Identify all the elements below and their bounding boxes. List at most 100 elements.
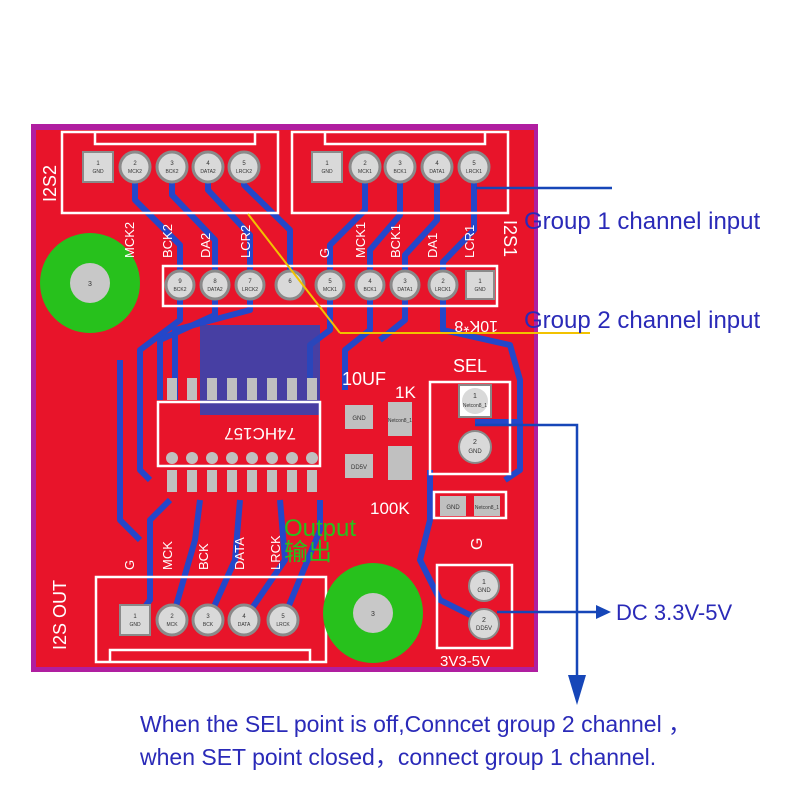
mounting-hole-right: [323, 563, 423, 663]
hole-right-label: 3: [371, 611, 375, 618]
ic-pad-bottom: [267, 470, 277, 492]
i2s2-pin-name: BCK2: [165, 169, 178, 175]
i2s2-pin-num: 3: [170, 161, 174, 167]
resistor-pad-1: [388, 402, 412, 436]
capacitor-pad-2: [345, 454, 373, 478]
out-pin-name: BCK: [203, 622, 214, 628]
sel-pad1-label: Netcon8_1: [463, 403, 487, 409]
silk-out-label: LRCK: [268, 535, 283, 570]
silk-top2-label: BCK2: [160, 224, 175, 258]
i2s1-pin-num: 2: [363, 161, 367, 167]
mid-pin-num: 9: [178, 279, 182, 285]
sel-pad2-num: 2: [473, 439, 477, 446]
out-pin-num: 4: [242, 614, 246, 620]
mid-pin-name: LRCK1: [435, 287, 451, 293]
label-mirror: 10K*8: [454, 317, 498, 334]
note-line-1: When the SEL point is off,Conncet group …: [140, 711, 692, 737]
ic-pad-bottom: [187, 470, 197, 492]
ic-via: [246, 452, 258, 464]
label-output-cn: 输出: [284, 538, 332, 566]
i2s1-pin-name: LRCK1: [466, 169, 482, 175]
ic-via: [206, 452, 218, 464]
label-cap-value: 10UF: [342, 369, 386, 389]
pwr-pad1-label: GND: [477, 588, 491, 594]
i2s1-pin-name: BCK1: [393, 169, 406, 175]
ic-pad-top: [307, 378, 317, 400]
mid-pin-num: 2: [441, 279, 445, 285]
cap-pad1-label: GND: [352, 416, 366, 422]
ic-via: [266, 452, 278, 464]
pwr-pad1-num: 1: [482, 579, 486, 586]
i2s2-pin-name: GND: [92, 169, 104, 175]
i2s1-pin-name: DATA1: [429, 169, 445, 175]
note-line-2: when SET point closed，connect group 1 ch…: [140, 744, 657, 770]
mid-pin-num: 5: [328, 279, 332, 285]
res-pad1-label: Netcon8_1: [388, 418, 412, 424]
mid-pin-name: BCK1: [363, 287, 376, 293]
out-pin-num: 3: [206, 614, 210, 620]
i2s1-pin-name: GND: [321, 169, 333, 175]
resistor100k-pad-2: [474, 496, 500, 516]
ic-via: [186, 452, 198, 464]
capacitor-pad-1: [345, 405, 373, 429]
mid-pin-name: BCK2: [173, 287, 186, 293]
mid-pin-6: 6: [274, 269, 306, 301]
ic-pad-bottom: [227, 470, 237, 492]
ic-pad-bottom: [247, 470, 257, 492]
out-pin-num: 5: [281, 614, 285, 620]
annotation-group2: Group 2 channel input: [524, 307, 761, 334]
out-pin-name: MCK: [166, 622, 178, 628]
ic-pad-bottom: [207, 470, 217, 492]
hole-left-label: 3: [88, 281, 92, 288]
ic-pad-top: [167, 378, 177, 400]
i2s1-pin-num: 3: [398, 161, 402, 167]
pwr-pad2-label: DD5V: [476, 626, 492, 632]
mid-pin-num: 1: [478, 279, 482, 285]
ic-pad-top: [207, 378, 217, 400]
annotation-arrows: [475, 186, 612, 675]
i2s2-pin-num: 4: [206, 161, 210, 167]
silk-top2-label: MCK2: [122, 222, 137, 258]
ic-pad-bottom: [287, 470, 297, 492]
ic-via: [166, 452, 178, 464]
res100k-pad2-label: Netcon8_1: [475, 505, 499, 511]
out-pin-num: 2: [170, 614, 174, 620]
ic-pad-top: [247, 378, 257, 400]
i2s2-pin-num: 1: [96, 161, 100, 167]
mid-pin-num: 7: [248, 279, 252, 285]
res100k-pad1-label: GND: [446, 505, 460, 511]
silk-top1-label: LCR1: [462, 225, 477, 258]
ic-via: [306, 452, 318, 464]
out-pin-name: DATA: [238, 622, 251, 628]
cap-pad2-label: DD5V: [351, 465, 367, 471]
ic-pad-bottom: [167, 470, 177, 492]
i2s2-pin-name: LRCK2: [236, 169, 252, 175]
mid-pin-num: 8: [213, 279, 217, 285]
ic-via: [286, 452, 298, 464]
label-i2s-out: I2S OUT: [50, 580, 70, 650]
silk-top2-label: DA2: [198, 233, 213, 258]
silk-out-label: BCK: [196, 543, 211, 570]
ic-via: [226, 452, 238, 464]
silk-top1-label: BCK1: [388, 224, 403, 258]
out-pin-name: LRCK: [276, 622, 290, 628]
ic-pad-top: [187, 378, 197, 400]
annotation-dc-power: DC 3.3V-5V: [616, 600, 733, 625]
i2s2-pin-num: 5: [242, 161, 246, 167]
silk-top1-label: MCK1: [353, 222, 368, 258]
label-voltage: 3V3-5V: [440, 653, 490, 670]
silk-out-label: DATA: [232, 537, 247, 570]
